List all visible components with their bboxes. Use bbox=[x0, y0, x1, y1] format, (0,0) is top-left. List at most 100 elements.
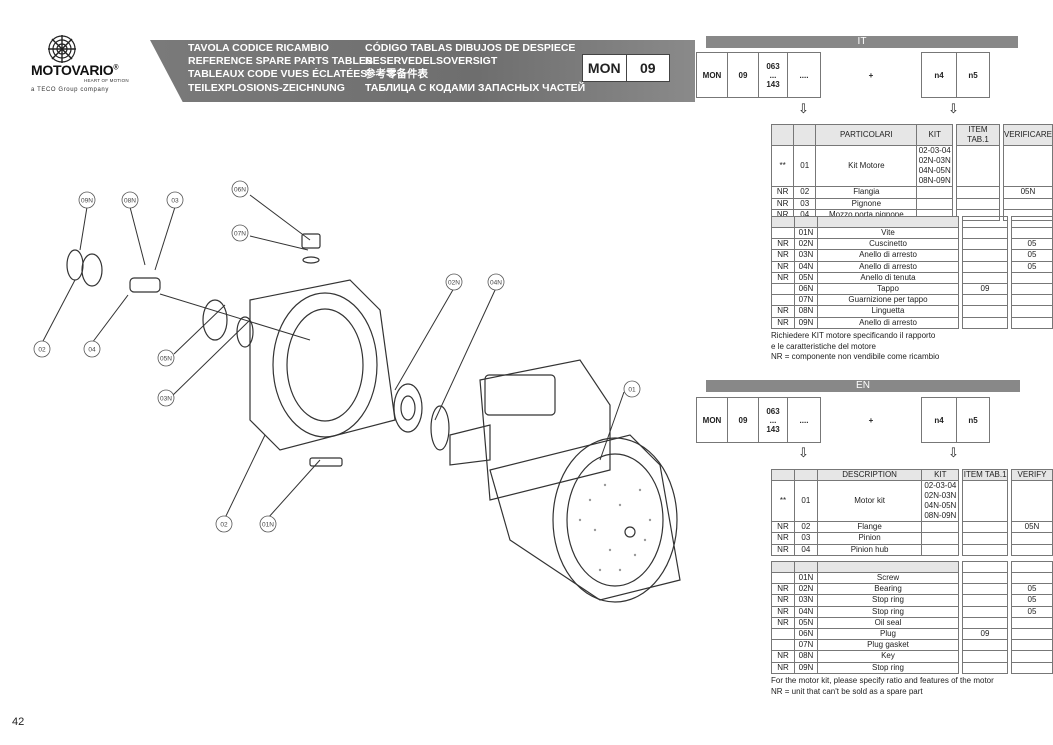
table-cell: Plug gasket bbox=[817, 639, 959, 652]
callout-08n: 08N bbox=[124, 198, 136, 205]
table-cell: 05N bbox=[794, 271, 818, 285]
callout-09n: 09N bbox=[81, 198, 93, 205]
table-cell: Stop ring bbox=[817, 605, 959, 618]
table-cell: Pignone bbox=[815, 197, 918, 210]
table-cell: Bearing bbox=[817, 583, 959, 596]
titles-left: TAVOLA CODICE RICAMBIO REFERENCE SPARE P… bbox=[188, 42, 373, 94]
table-cell bbox=[1011, 628, 1053, 641]
table-cell: 07N bbox=[794, 294, 818, 307]
table-cell bbox=[771, 468, 795, 482]
table-cell: 09N bbox=[794, 316, 818, 329]
table-cell: 05 bbox=[1011, 238, 1053, 251]
table-cell bbox=[1011, 543, 1053, 556]
table-cell bbox=[1011, 271, 1053, 285]
table-cell: Anello di arresto bbox=[817, 260, 959, 273]
table-cell bbox=[962, 571, 1008, 585]
callout-02n: 02N bbox=[448, 280, 460, 287]
table-cell: Tappo bbox=[817, 283, 959, 296]
table-cell bbox=[962, 543, 1009, 556]
table-cell bbox=[1011, 661, 1053, 674]
table-cell: Pinion hub bbox=[816, 543, 923, 556]
page-number: 42 bbox=[12, 716, 25, 728]
table-cell: Stop ring bbox=[817, 661, 959, 674]
table-cell: 02-03-04 02N-03N 04N-05N 08N-09N bbox=[916, 145, 954, 188]
table-cell bbox=[962, 594, 1008, 607]
brand-tagline: HEART OF MOTION bbox=[84, 78, 129, 83]
table-cell: 01 bbox=[793, 480, 818, 523]
table-cell bbox=[962, 305, 1008, 318]
table-header-row bbox=[771, 216, 1053, 228]
table-cell: 05 bbox=[1011, 260, 1053, 273]
table-cell bbox=[962, 583, 1008, 596]
section-bar-en: EN bbox=[706, 380, 1020, 392]
table-cell: NR bbox=[770, 197, 795, 210]
arrow-down-icon: ⇩ bbox=[948, 445, 959, 460]
table-cell: 03 bbox=[793, 532, 818, 545]
section-bar-it: IT bbox=[706, 36, 1018, 48]
table-cell: NR bbox=[771, 260, 795, 273]
table-cell: Anello di arresto bbox=[817, 316, 959, 329]
table-cell: 02N bbox=[794, 238, 818, 251]
table-cell: 05N bbox=[1002, 186, 1053, 199]
arrow-down-icon: ⇩ bbox=[798, 445, 809, 460]
table-cell: 06N bbox=[794, 283, 818, 296]
callout-01n: 01N bbox=[262, 522, 274, 529]
titles-right: CÓDIGO TABLAS DIBUJOS DE DESPIECE RESERV… bbox=[365, 42, 586, 94]
table-cell bbox=[916, 197, 954, 210]
callout-03: 03 bbox=[171, 198, 179, 205]
exploded-view-drawing: 09N 08N 03 06N 07N 02N 04N 01 02 04 05N … bbox=[33, 180, 681, 603]
table-cell: NR bbox=[771, 650, 795, 663]
table-cell bbox=[955, 145, 1001, 188]
table-header-row bbox=[771, 561, 1053, 573]
table-cell bbox=[1011, 294, 1053, 307]
brand-name: MOTOVARIO® bbox=[31, 62, 119, 78]
arrow-down-icon: ⇩ bbox=[948, 101, 959, 116]
table-cell: Flangia bbox=[815, 186, 918, 199]
table-cell: Linguetta bbox=[817, 305, 959, 318]
table-cell: 09N bbox=[794, 661, 818, 674]
table-cell bbox=[962, 616, 1008, 630]
table-cell bbox=[771, 294, 795, 307]
table-cell bbox=[1011, 283, 1053, 296]
table-cell: 03N bbox=[794, 249, 818, 262]
table-cell bbox=[962, 532, 1009, 545]
table-cell bbox=[1011, 571, 1053, 585]
table-cell: Kit Motore bbox=[815, 145, 918, 188]
table-cell bbox=[962, 226, 1008, 240]
table-cell: VERIFICARE bbox=[1002, 123, 1053, 147]
table-cell: NR bbox=[770, 186, 795, 199]
table-cell bbox=[962, 316, 1008, 329]
table-cell bbox=[921, 543, 960, 556]
table-cell: 03 bbox=[793, 197, 817, 210]
table-cell bbox=[962, 650, 1008, 663]
table-cell: 05 bbox=[1011, 583, 1053, 596]
table-cell: 02N bbox=[794, 583, 818, 596]
callout-07n: 07N bbox=[234, 231, 246, 238]
callout-04: 04 bbox=[88, 347, 96, 354]
table-cell: 05N bbox=[794, 616, 818, 630]
table-cell: 02 bbox=[793, 521, 818, 534]
table-cell bbox=[771, 283, 795, 296]
table-cell bbox=[1011, 639, 1053, 652]
table-cell: NR bbox=[771, 521, 795, 534]
table-cell: Pinion bbox=[816, 532, 923, 545]
table-cell: 01N bbox=[794, 571, 818, 585]
table-cell: Stop ring bbox=[817, 594, 959, 607]
code-size: 09 bbox=[625, 55, 670, 81]
callout-05n: 05N bbox=[160, 356, 172, 363]
